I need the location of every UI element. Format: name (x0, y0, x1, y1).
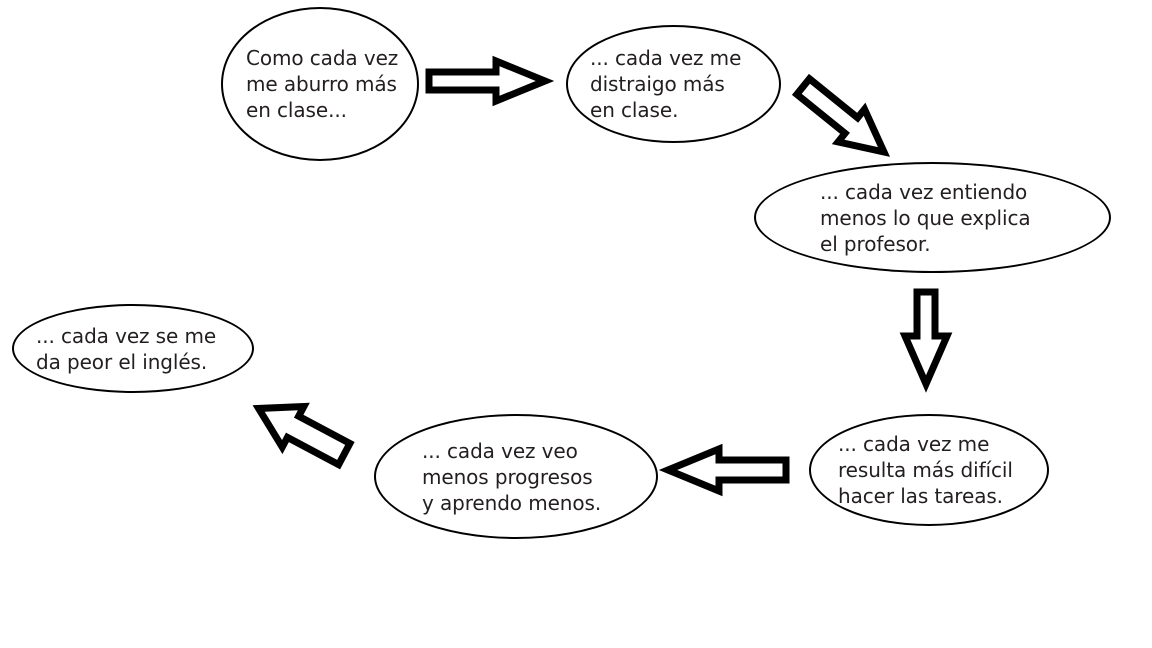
node-aburro-en-clase[interactable]: Como cada vez me aburro más en clase... (221, 7, 419, 161)
ellipse-outline (809, 414, 1049, 526)
ellipse-outline (374, 414, 658, 539)
node-peor-ingles[interactable]: ... cada vez se me da peor el inglés. (12, 304, 254, 393)
ellipse-outline (221, 7, 419, 161)
node-distraigo-en-clase[interactable]: ... cada vez me distraigo más en clase. (566, 25, 781, 143)
arrow-up-left-icon (246, 393, 356, 470)
node-dificil-hacer-tareas[interactable]: ... cada vez me resulta más difícil hace… (809, 414, 1049, 526)
ellipse-outline (754, 162, 1111, 273)
arrow-left-icon (658, 443, 790, 497)
node-label: ... cada vez veo menos progresos y apren… (422, 438, 602, 515)
node-label: Como cada vez me aburro más en clase... (246, 46, 399, 122)
node-menos-progresos[interactable]: ... cada vez veo menos progresos y apren… (374, 414, 658, 539)
node-label: ... cada vez me distraigo más en clase. (590, 46, 742, 122)
arrow-down-icon (899, 288, 953, 393)
ellipse-outline (12, 304, 254, 393)
node-label: ... cada vez me resulta más difícil hace… (838, 432, 1013, 508)
arrow-right-icon (425, 55, 555, 107)
node-label: ... cada vez entiendo menos lo que expli… (820, 179, 1031, 256)
node-label: ... cada vez se me da peor el inglés. (36, 323, 217, 374)
arrow-down-right-icon (782, 73, 902, 158)
ellipse-outline (566, 25, 781, 143)
node-entiendo-menos-profesor[interactable]: ... cada vez entiendo menos lo que expli… (754, 162, 1111, 273)
